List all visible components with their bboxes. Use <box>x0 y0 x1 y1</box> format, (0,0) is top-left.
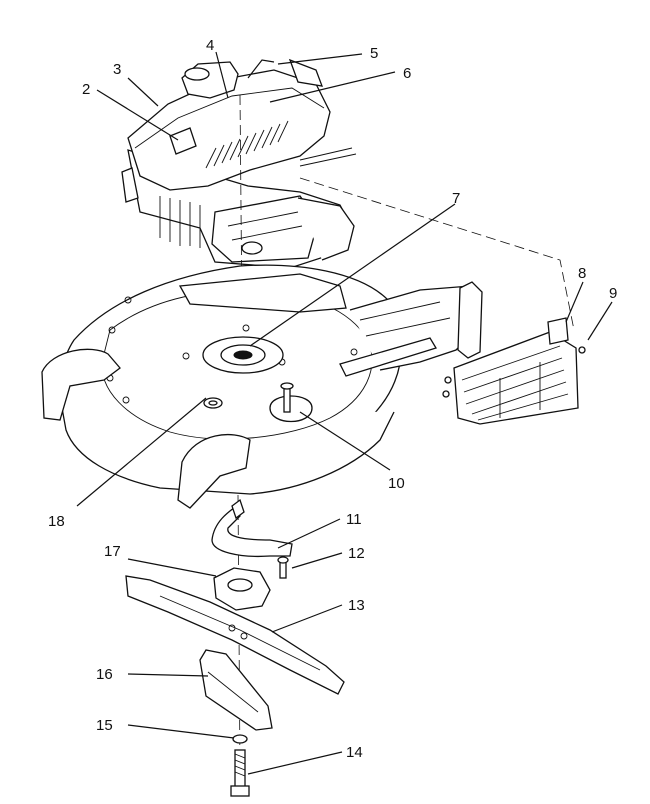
callout-18: 18 <box>48 513 65 530</box>
rear-deflector <box>442 317 586 425</box>
blade-assembly <box>125 498 345 797</box>
callout-3: 3 <box>113 61 121 78</box>
callout-17: 17 <box>104 543 121 560</box>
engine-assembly <box>121 58 357 269</box>
leader-lines <box>76 51 613 775</box>
callout-11: 11 <box>346 511 362 528</box>
callout-2: 2 <box>82 81 90 98</box>
callout-6: 6 <box>403 65 411 82</box>
callout-16: 16 <box>96 666 113 683</box>
callout-7: 7 <box>452 190 460 207</box>
callout-labels: 2 3 4 5 6 7 8 9 10 11 12 13 14 15 16 17 … <box>48 37 617 761</box>
callout-9: 9 <box>609 285 617 302</box>
callout-14: 14 <box>346 744 363 761</box>
callout-10: 10 <box>388 475 405 492</box>
callout-5: 5 <box>370 45 378 62</box>
callout-12: 12 <box>348 545 365 562</box>
callout-8: 8 <box>578 265 586 282</box>
guide-line <box>299 177 575 331</box>
callout-4: 4 <box>206 37 214 54</box>
callout-13: 13 <box>348 597 365 614</box>
callout-15: 15 <box>96 717 113 734</box>
mower-deck <box>41 264 483 509</box>
